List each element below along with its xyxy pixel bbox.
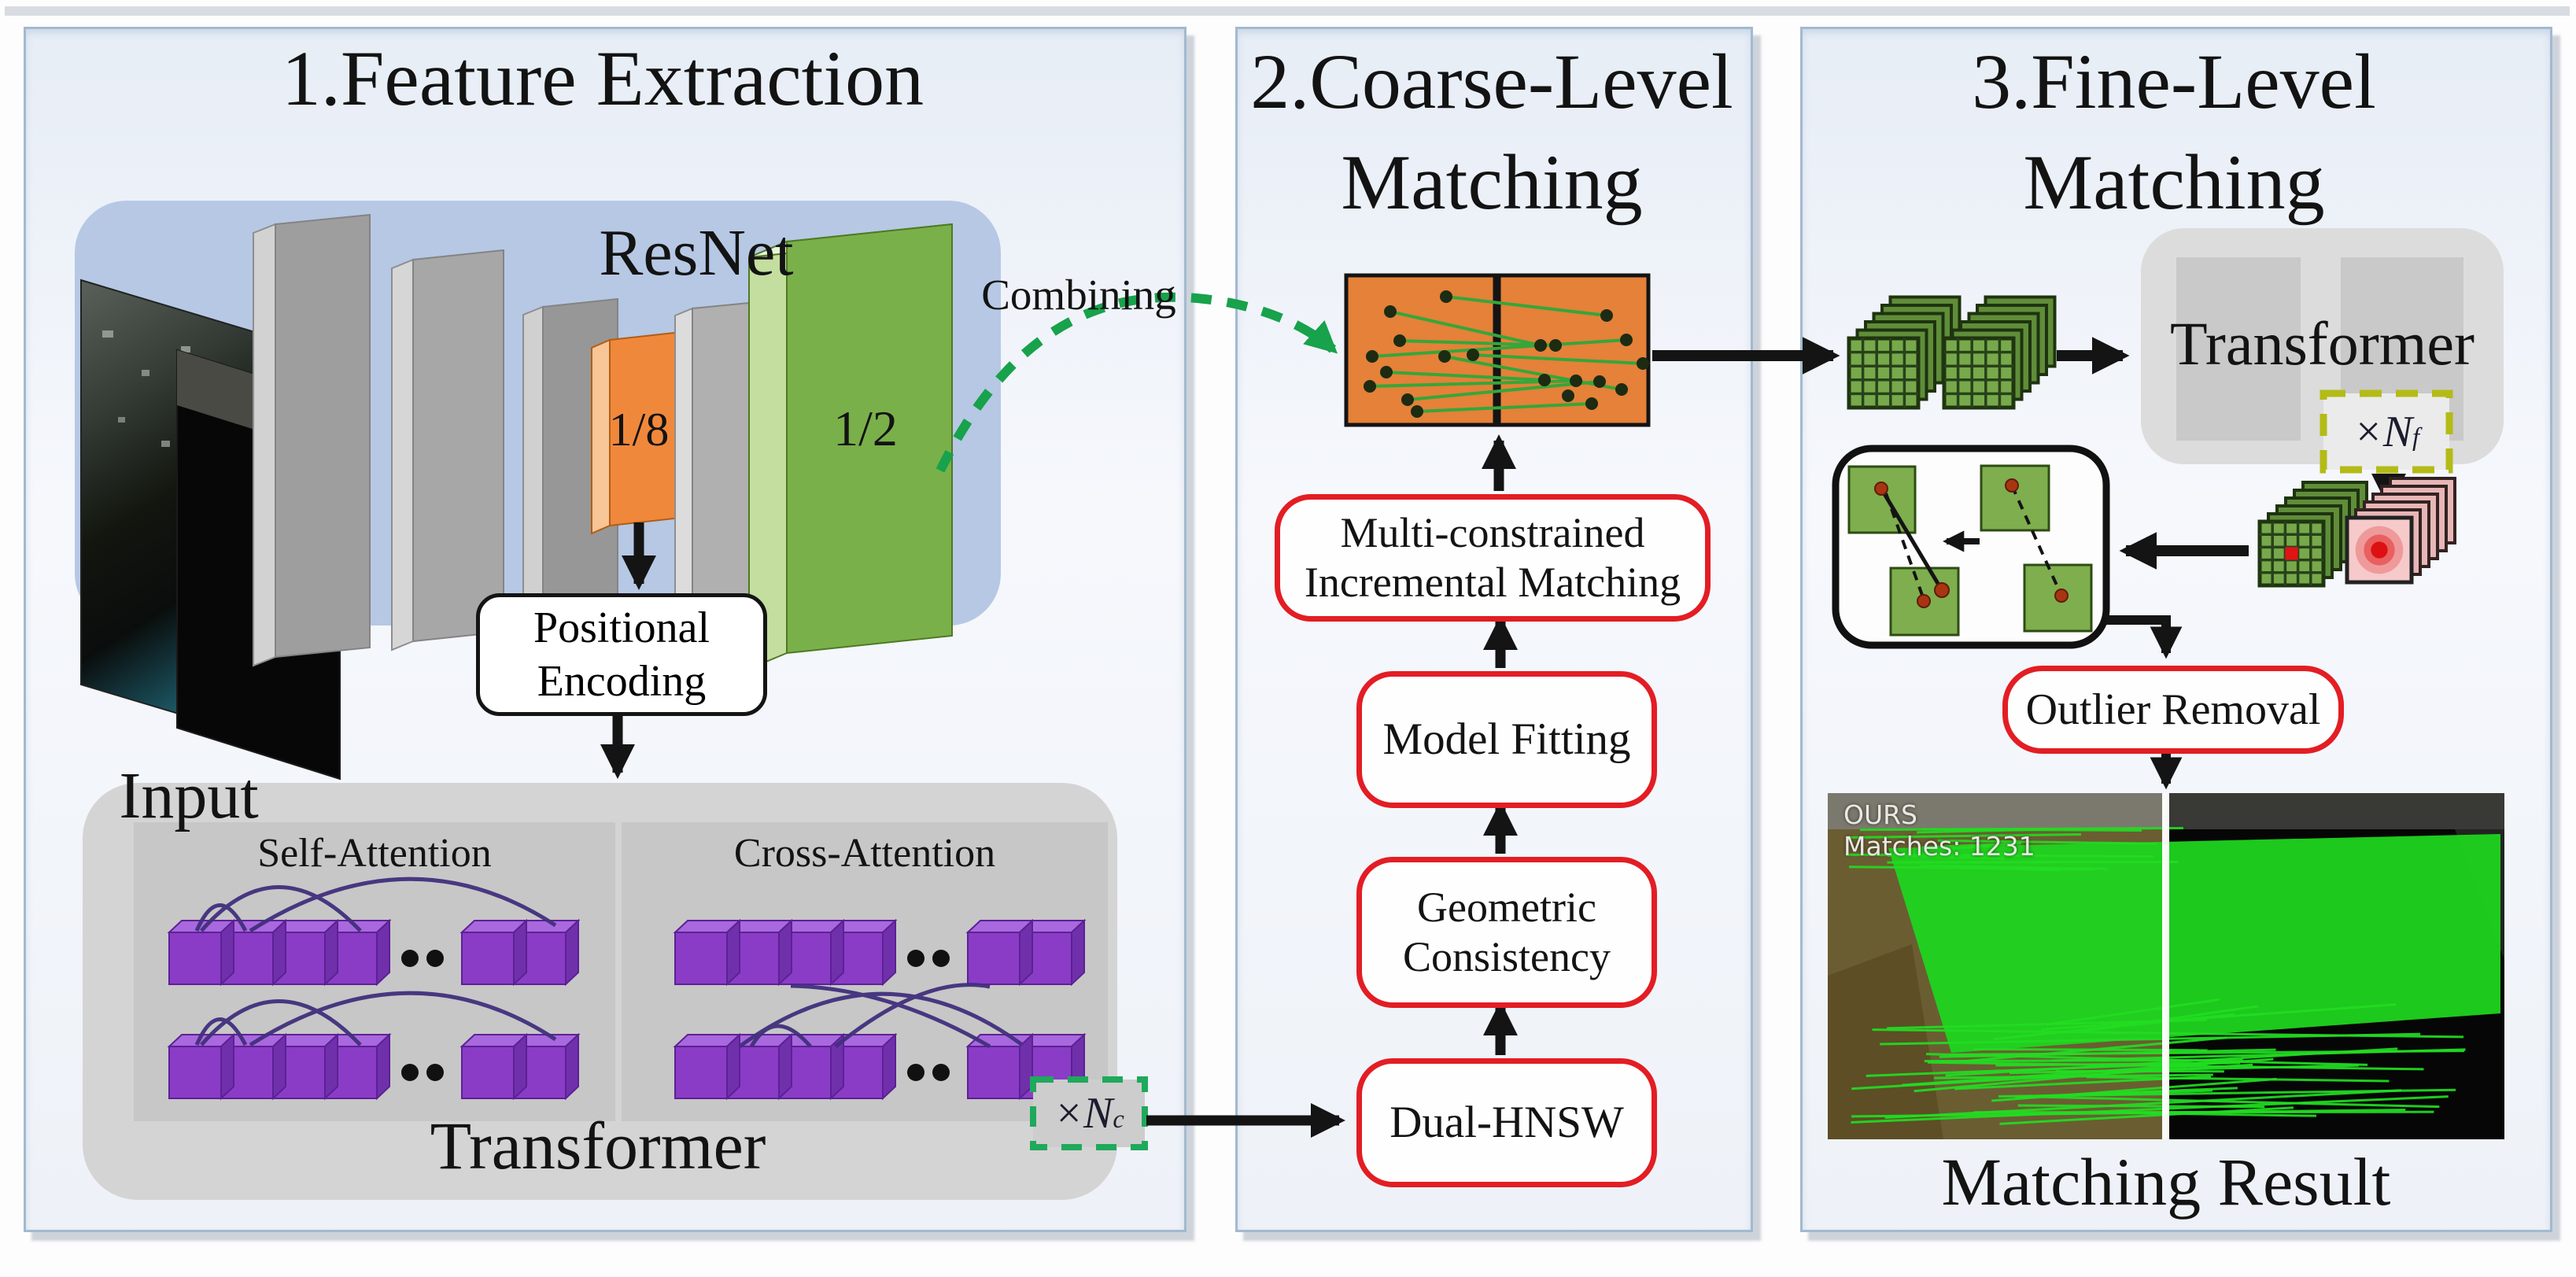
multi-constrained-line2: Incremental Matching: [1304, 559, 1681, 606]
positional-encoding-box: Positional Encoding: [476, 593, 767, 716]
model-fitting-label: Model Fitting: [1382, 714, 1631, 764]
multi-constrained-line1: Multi-constrained: [1340, 509, 1645, 557]
dual-hnsw-box: Dual-HNSW: [1356, 1058, 1657, 1187]
fine-transformer-label: Transformer: [2169, 309, 2475, 378]
matching-result-caption: Matching Result: [1941, 1144, 2391, 1220]
scale-one-eighth-label: 1/8: [608, 404, 670, 456]
nc-prefix: ×N: [1054, 1089, 1113, 1138]
feature-slab-one-half: [748, 223, 953, 670]
nf-prefix: ×N: [2353, 407, 2413, 456]
conv-slab-4: [674, 301, 750, 630]
scale-one-half-label: 1/2: [833, 400, 898, 456]
nc-sub: c: [1113, 1105, 1124, 1134]
geometric-consistency-box: Geometric Consistency: [1356, 857, 1657, 1008]
transformer-label: Transformer: [430, 1108, 766, 1183]
resnet-label: ResNet: [599, 216, 794, 290]
refine-dashed-lines: [1884, 485, 2063, 600]
fine-heatmap-stacks: [2257, 477, 2456, 588]
refine-solid-line: [1879, 487, 1944, 592]
outlier-removal-box: Outlier Removal: [2002, 666, 2344, 754]
panel1-title: 1.Feature Extraction: [281, 35, 924, 122]
arrow-refine-to-outlier: [2106, 615, 2183, 659]
fine-feature-stacks: [1847, 295, 2057, 410]
geometric-line1: Geometric: [1417, 884, 1596, 932]
top-shadow-strip: [5, 6, 2570, 16]
panel2-title-line1: 2.Coarse-Level: [1250, 38, 1733, 125]
panel2-title-line2: Matching: [1341, 138, 1643, 226]
geometric-line2: Consistency: [1403, 933, 1611, 980]
nc-repeat-box: [1030, 1076, 1148, 1150]
result-method-label: OURS: [1843, 799, 1918, 830]
nf-repeat-box: [2320, 389, 2453, 474]
conv-slab-2: [391, 249, 504, 651]
coarse-step-arrows: [1481, 434, 1519, 1055]
result-dense-matches: [1888, 834, 2500, 1053]
token-cubes: [167, 918, 1087, 1101]
self-attention-label: Self-Attention: [257, 831, 492, 876]
panel3-title-line2: Matching: [2023, 138, 2325, 226]
resnet-conv-layers: [253, 213, 953, 670]
nf-sub: f: [2412, 423, 2420, 452]
coarse-match-squares: [1344, 273, 1651, 427]
conv-slab-1: [253, 213, 371, 667]
coarse-match-points: [1364, 290, 1649, 418]
input-label: Input: [119, 759, 259, 832]
fine-transformer-left-pane: [2176, 257, 2301, 441]
refine-keypoints: [1874, 478, 2069, 608]
positional-encoding-line2: Encoding: [537, 657, 707, 706]
result-match-lines: [1845, 826, 2466, 1125]
multi-constrained-box: Multi-constrained Incremental Matching: [1275, 494, 1711, 622]
model-fitting-box: Model Fitting: [1356, 671, 1657, 808]
positional-encoding-line1: Positional: [533, 603, 710, 652]
matching-result-image: [1828, 793, 2504, 1139]
outlier-removal-label: Outlier Removal: [2025, 685, 2321, 734]
result-image-divider: [2162, 793, 2169, 1139]
result-matches-count: Matches: 1231: [1843, 831, 2035, 862]
combining-label: Combining: [981, 271, 1176, 319]
panel3-title-line1: 3.Fine-Level: [1972, 38, 2376, 125]
dual-hnsw-label: Dual-HNSW: [1389, 1097, 1624, 1147]
cross-attention-label: Cross-Attention: [733, 831, 996, 876]
feature-slab-one-eighth: [591, 330, 689, 535]
refinement-box: [1832, 445, 2110, 649]
attention-arcs: [194, 877, 1023, 1049]
